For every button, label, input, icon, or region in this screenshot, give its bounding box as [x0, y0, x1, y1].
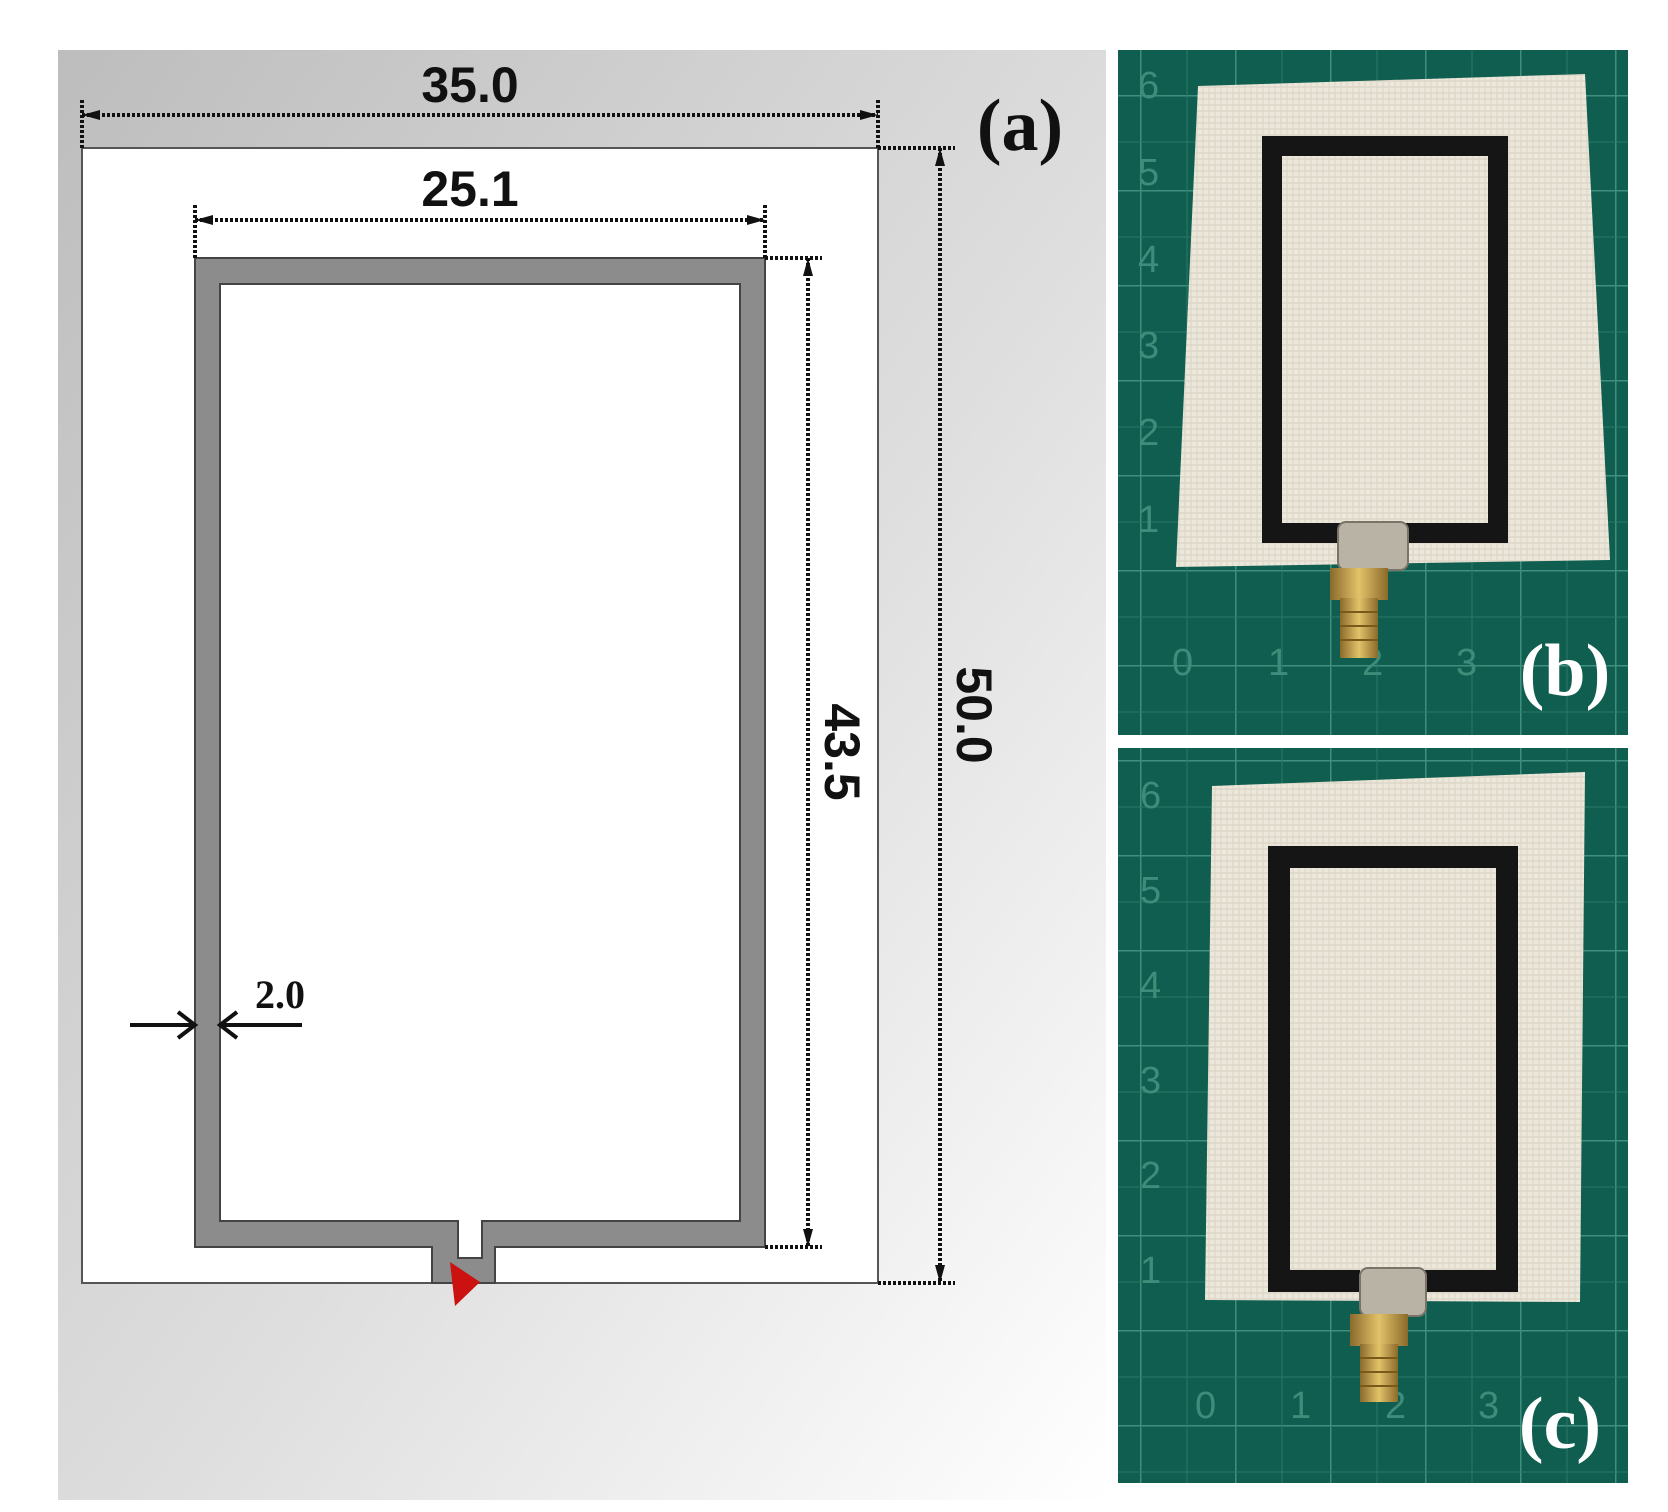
ruler-y-label: 4	[1138, 239, 1159, 281]
ruler-x-label: 0	[1172, 642, 1193, 684]
dim-label-50: 50.0	[946, 666, 1002, 763]
arrow-right	[747, 215, 765, 225]
panel-a-label: (a)	[977, 85, 1063, 167]
ruler-y-label: 3	[1138, 325, 1159, 367]
ruler-y-label: 2	[1140, 1155, 1161, 1197]
dim-label-25-1: 25.1	[421, 161, 518, 217]
ruler-y-label: 6	[1138, 65, 1159, 107]
fabric-substrate	[1205, 772, 1585, 1302]
ruler-y-label: 1	[1140, 1250, 1161, 1292]
ruler-y-c: 6 5 4 3 2 1	[1140, 775, 1161, 1292]
dim-loop-width	[193, 205, 767, 258]
ruler-x-label: 0	[1195, 1385, 1216, 1427]
ruler-x-label: 1	[1290, 1385, 1311, 1427]
panel-c: 6 5 4 3 2 1 0 1 2 3 (c)	[1118, 748, 1628, 1483]
ruler-y-label: 2	[1138, 412, 1159, 454]
dim-substrate-height	[878, 146, 955, 1285]
ruler-x-c: 0 1 2 3	[1195, 1385, 1499, 1427]
panel-a: 35.0 25.1 43.5 50.0	[58, 50, 1106, 1500]
arrow-down	[935, 1265, 945, 1283]
arrow-down	[803, 1229, 813, 1247]
sma-connector	[1350, 1267, 1427, 1402]
dim-label-35: 35.0	[421, 57, 518, 113]
feed-port	[450, 1262, 480, 1306]
ruler-x-label: 3	[1478, 1385, 1499, 1427]
arrow-right	[860, 110, 878, 120]
panel-c-label: (c)	[1519, 1383, 1601, 1465]
dim-loop-height	[765, 256, 822, 1249]
panel-b: 6 5 4 3 2 1 0 1 2 3 (b)	[1118, 50, 1628, 735]
dim-label-2-0: 2.0	[255, 972, 305, 1017]
loop-trace	[194, 257, 766, 1284]
sma-connector	[1330, 521, 1409, 658]
ruler-y-label: 3	[1140, 1060, 1161, 1102]
ruler-y-label: 1	[1138, 499, 1159, 541]
ruler-y-label: 6	[1140, 775, 1161, 817]
dim-substrate-width	[80, 100, 880, 148]
dim-label-43-5: 43.5	[814, 703, 870, 800]
panel-b-label: (b)	[1520, 630, 1610, 712]
dim-trace-width	[130, 1010, 302, 1040]
arrow-left	[195, 215, 213, 225]
ruler-y-label: 5	[1140, 870, 1161, 912]
arrow-up	[803, 258, 813, 276]
arrow-left	[82, 110, 100, 120]
ruler-x-label: 3	[1456, 642, 1477, 684]
ruler-y-label: 4	[1140, 965, 1161, 1007]
ruler-y-label: 5	[1138, 152, 1159, 194]
ruler-y-b: 6 5 4 3 2 1	[1138, 65, 1159, 541]
ruler-x-label: 1	[1268, 642, 1289, 684]
arrow-up	[935, 148, 945, 166]
